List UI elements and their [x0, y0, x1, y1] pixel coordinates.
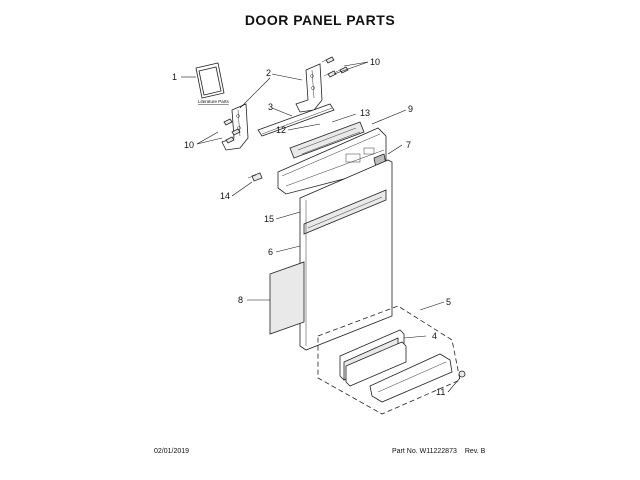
- panel-inserts: [339, 329, 407, 387]
- callout-14: 14: [220, 191, 230, 201]
- callout-10-upper: 10: [370, 57, 380, 67]
- callout-12: 12: [276, 125, 286, 135]
- callout-10-lower: 10: [184, 140, 194, 150]
- hinge-bracket-right: [295, 63, 323, 113]
- kit-box-outline: [317, 305, 461, 415]
- outer-door-panel: [299, 159, 393, 351]
- hinge-bracket-left: [221, 103, 249, 151]
- leader-lines: [181, 61, 461, 393]
- callout-labels: 1 2 3 4 5 6 7 8 9 10 10 11 12 13 14 15: [172, 57, 451, 397]
- inner-door-liner: [269, 261, 305, 335]
- literature-parts-label: Literature Parts: [198, 99, 230, 104]
- callout-6: 6: [268, 247, 273, 257]
- callout-3: 3: [268, 102, 273, 112]
- screw-set-lower: [223, 118, 241, 144]
- screw-set-upper: [321, 56, 349, 78]
- literature-booklet: Literature Parts: [195, 62, 230, 104]
- callout-9: 9: [408, 104, 413, 114]
- handle-trim: [369, 353, 466, 403]
- footer-part-number: Part No. W11222873: [392, 448, 457, 455]
- footer-revision: Rev. B: [464, 448, 486, 455]
- mounting-bar: [257, 103, 335, 137]
- footer-part-info: Part No. W11222873 Rev. B: [392, 448, 485, 455]
- screw-14: [247, 172, 263, 182]
- callout-5: 5: [446, 297, 451, 307]
- callout-1: 1: [172, 72, 177, 82]
- callout-13: 13: [360, 108, 370, 118]
- callout-7: 7: [406, 140, 411, 150]
- callout-4: 4: [432, 331, 437, 341]
- footer-date: 02/01/2019: [154, 448, 190, 455]
- callout-15: 15: [264, 214, 274, 224]
- callout-2: 2: [266, 68, 271, 78]
- latch-vent-assembly: [289, 121, 365, 159]
- callout-11: 11: [436, 387, 445, 397]
- page-title: DOOR PANEL PARTS: [244, 12, 396, 28]
- callout-8: 8: [238, 295, 243, 305]
